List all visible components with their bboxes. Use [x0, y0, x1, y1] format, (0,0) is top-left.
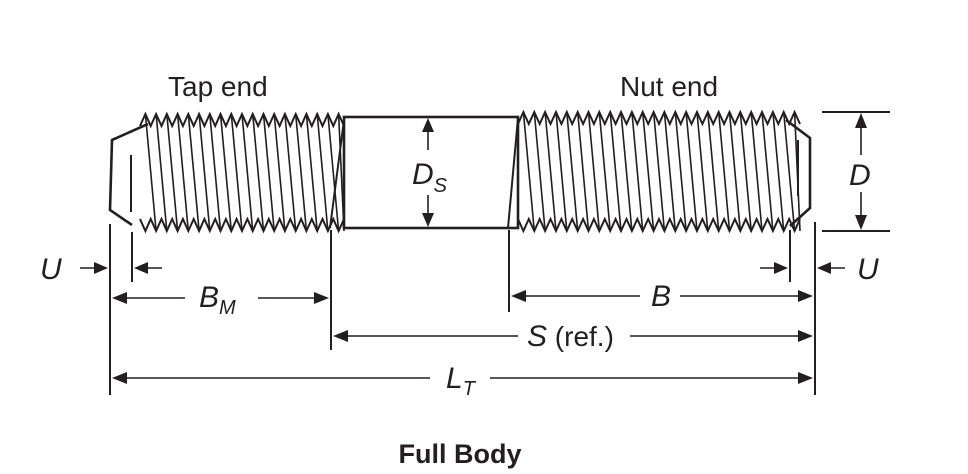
total-length-label: LT — [446, 362, 477, 400]
thread-crest-line — [517, 109, 801, 127]
u-left-dimension — [80, 262, 162, 274]
b-dimension — [511, 290, 813, 302]
thread-flank — [609, 111, 622, 232]
thread-flank — [793, 111, 801, 232]
u-left-label: U — [40, 253, 62, 286]
thread-flank — [555, 111, 568, 232]
arrowhead-up — [422, 118, 434, 132]
thread-flank — [337, 113, 345, 232]
thread-flank — [187, 113, 200, 232]
thread-flank — [782, 111, 796, 232]
thread-flank — [305, 113, 318, 232]
tap-end-label: Tap end — [168, 71, 268, 102]
bm-dimension — [112, 292, 329, 304]
total-length-dimension — [112, 372, 813, 384]
thread-flank — [166, 113, 179, 232]
nut-end-threads — [517, 109, 801, 234]
figure-caption: Full Body — [399, 439, 522, 469]
b-label: B — [651, 280, 671, 313]
thread-flank — [566, 111, 579, 232]
thread-flank — [674, 111, 687, 232]
thread-flank — [294, 113, 308, 232]
thread-flank — [739, 111, 752, 232]
thread-flank — [144, 113, 157, 232]
shank-diameter-label: DS — [412, 158, 448, 197]
thread-flank — [219, 113, 233, 232]
thread-flank — [696, 111, 709, 232]
thread-flank — [761, 111, 774, 232]
thread-flank — [241, 113, 254, 232]
thread-flank — [209, 113, 222, 232]
thread-flank — [598, 111, 611, 232]
nut-end-label: Nut end — [620, 71, 718, 102]
thread-flank — [587, 111, 601, 232]
thread-flank — [728, 111, 742, 232]
thread-flank — [316, 113, 329, 232]
nut-thread-transition — [507, 117, 519, 229]
thread-flank — [631, 111, 644, 232]
thread-flank — [717, 111, 731, 232]
thread-flank — [262, 113, 275, 232]
thread-flank — [230, 113, 243, 232]
thread-flank — [198, 113, 211, 232]
diameter-label: D — [849, 159, 871, 192]
thread-flank — [251, 113, 265, 232]
thread-flank — [155, 113, 168, 232]
thread-flank — [273, 113, 286, 232]
tap-end-threads — [139, 111, 345, 234]
tap-thread-transition — [329, 119, 345, 229]
thread-flank — [685, 111, 698, 232]
thread-flank — [641, 111, 655, 232]
thread-flank — [663, 111, 677, 232]
diameter-dimension — [822, 111, 890, 232]
s-ref-label: S (ref.) — [527, 320, 614, 353]
tap-end-chamfer — [108, 122, 149, 227]
thread-flank — [522, 111, 536, 232]
thread-flank — [576, 111, 590, 232]
thread-flank — [707, 111, 720, 232]
thread-flank — [176, 113, 190, 232]
thread-flank — [750, 111, 763, 232]
shank — [342, 115, 520, 230]
s-ref-dimension — [333, 330, 813, 342]
arrowhead-down — [422, 213, 434, 227]
extension-lines — [109, 222, 816, 395]
thread-flank — [772, 111, 785, 232]
thread-flank — [652, 111, 666, 232]
u-right-dimension — [760, 262, 845, 274]
thread-flank — [620, 111, 633, 232]
thread-flank — [327, 113, 340, 232]
u-right-label: U — [857, 253, 879, 286]
bm-label: BM — [199, 281, 236, 319]
thread-flank — [533, 111, 546, 232]
thread-flank — [284, 113, 297, 232]
shank-diameter-dimension — [422, 118, 434, 227]
thread-flank — [544, 111, 557, 232]
thread-crest-line — [517, 216, 801, 234]
